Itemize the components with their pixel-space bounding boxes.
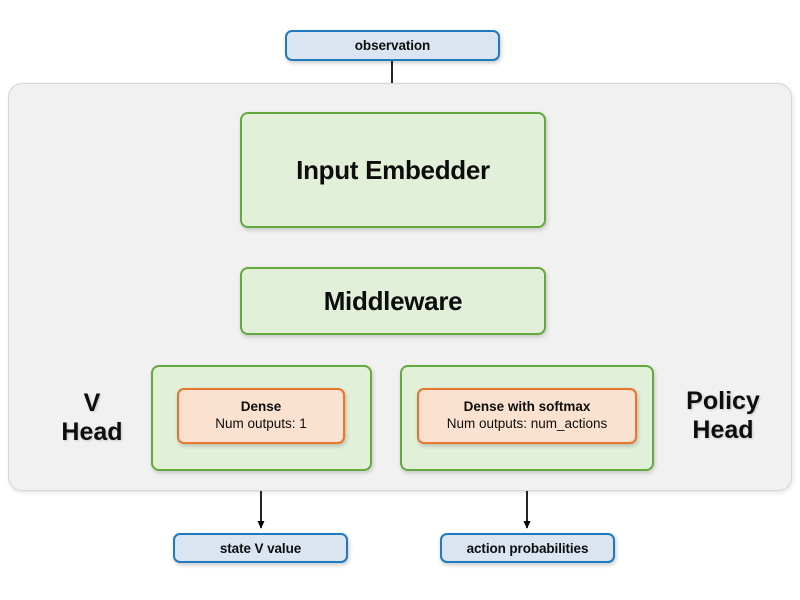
node-policy-dense[interactable]: Dense with softmax Num outputs: num_acti… <box>417 388 637 444</box>
node-state-v-value[interactable]: state V value <box>173 533 348 563</box>
node-observation[interactable]: observation <box>285 30 500 61</box>
node-v-dense-subtitle: Num outputs: 1 <box>215 416 307 431</box>
caption-v-head-line2: Head <box>61 418 123 446</box>
node-state-v-value-label: state V value <box>219 540 302 556</box>
node-input-embedder[interactable]: Input Embedder <box>240 112 546 228</box>
caption-policy-head-line1: Policy <box>686 386 760 415</box>
node-action-probabilities[interactable]: action probabilities <box>440 533 615 563</box>
node-observation-label: observation <box>354 38 431 53</box>
caption-v-head: V Head <box>38 385 146 451</box>
caption-policy-head: Policy Head <box>660 381 786 451</box>
node-middleware[interactable]: Middleware <box>240 267 546 335</box>
node-input-embedder-label: Input Embedder <box>296 154 490 185</box>
node-policy-dense-title: Dense with softmax <box>463 399 591 415</box>
node-action-probabilities-label: action probabilities <box>466 540 589 556</box>
caption-policy-head-line2: Head <box>692 416 754 444</box>
node-policy-dense-subtitle: Num outputs: num_actions <box>446 416 608 431</box>
node-v-dense-title: Dense <box>240 399 282 415</box>
node-v-dense[interactable]: Dense Num outputs: 1 <box>177 388 345 444</box>
caption-v-head-line1: V <box>83 388 101 417</box>
node-middleware-label: Middleware <box>323 285 463 316</box>
